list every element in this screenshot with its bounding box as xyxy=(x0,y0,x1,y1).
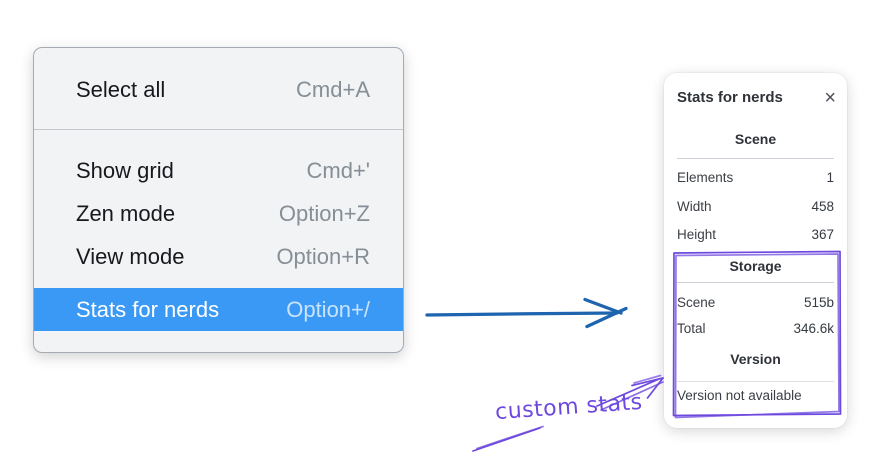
stat-value: 515b xyxy=(803,294,834,310)
section-title-storage: Storage xyxy=(729,258,782,274)
stat-row-scene-size: Scene 515b xyxy=(677,291,834,313)
menu-item-shortcut: Option+/ xyxy=(286,296,370,322)
stats-panel-header: Stats for nerds × xyxy=(677,86,836,109)
stats-panel: Stats for nerds × Scene Elements 1 Width… xyxy=(664,73,847,428)
stats-panel-title: Stats for nerds xyxy=(677,89,783,106)
menu-item-shortcut: Cmd+A xyxy=(296,77,370,102)
stat-label: Width xyxy=(677,198,712,214)
close-icon[interactable]: × xyxy=(824,86,836,109)
menu-item-select-all[interactable]: Select all Cmd+A xyxy=(34,61,403,119)
stat-label: Scene xyxy=(677,294,716,310)
flow-arrow xyxy=(425,297,628,329)
menu-item-show-grid[interactable]: Show grid Cmd+' xyxy=(34,149,403,193)
menu-item-view-mode[interactable]: View mode Option+R xyxy=(34,235,403,279)
stat-row-total-size: Total 346.6k xyxy=(677,317,834,339)
menu-item-label: Zen mode xyxy=(76,201,176,226)
section-title-scene: Scene xyxy=(734,131,777,147)
stat-value: 458 xyxy=(811,198,834,214)
stat-label: Elements xyxy=(677,169,734,185)
menu-item-shortcut: Option+R xyxy=(276,244,370,269)
stat-row-elements: Elements 1 xyxy=(677,166,834,188)
stat-label: Total xyxy=(677,320,706,336)
stat-label: Height xyxy=(677,226,717,242)
menu-item-label: View mode xyxy=(76,244,185,269)
section-title-version: Version xyxy=(730,351,781,367)
version-note: Version not available xyxy=(677,388,802,403)
menu-item-zen-mode[interactable]: Zen mode Option+Z xyxy=(34,192,403,236)
menu-item-label: Select all xyxy=(76,77,166,102)
menu-item-label: Stats for nerds xyxy=(76,296,220,322)
stat-value: 346.6k xyxy=(793,320,834,336)
menu-separator xyxy=(34,129,403,130)
section-divider xyxy=(677,381,834,382)
stat-row-height: Height 367 xyxy=(677,223,834,245)
section-divider xyxy=(677,158,834,159)
stat-value: 1 xyxy=(826,169,834,185)
section-divider xyxy=(677,282,834,283)
menu-item-shortcut: Cmd+' xyxy=(306,158,371,183)
menu-item-label: Show grid xyxy=(76,158,174,183)
menu-item-shortcut: Option+Z xyxy=(278,201,370,226)
stat-value: 367 xyxy=(811,226,834,242)
context-menu: Select all Cmd+A Show grid Cmd+' Zen mod… xyxy=(33,47,404,353)
menu-item-stats-for-nerds[interactable]: Stats for nerds Option+/ xyxy=(34,288,403,331)
custom-stats-label: custom stats xyxy=(494,389,644,426)
stat-row-width: Width 458 xyxy=(677,195,834,217)
